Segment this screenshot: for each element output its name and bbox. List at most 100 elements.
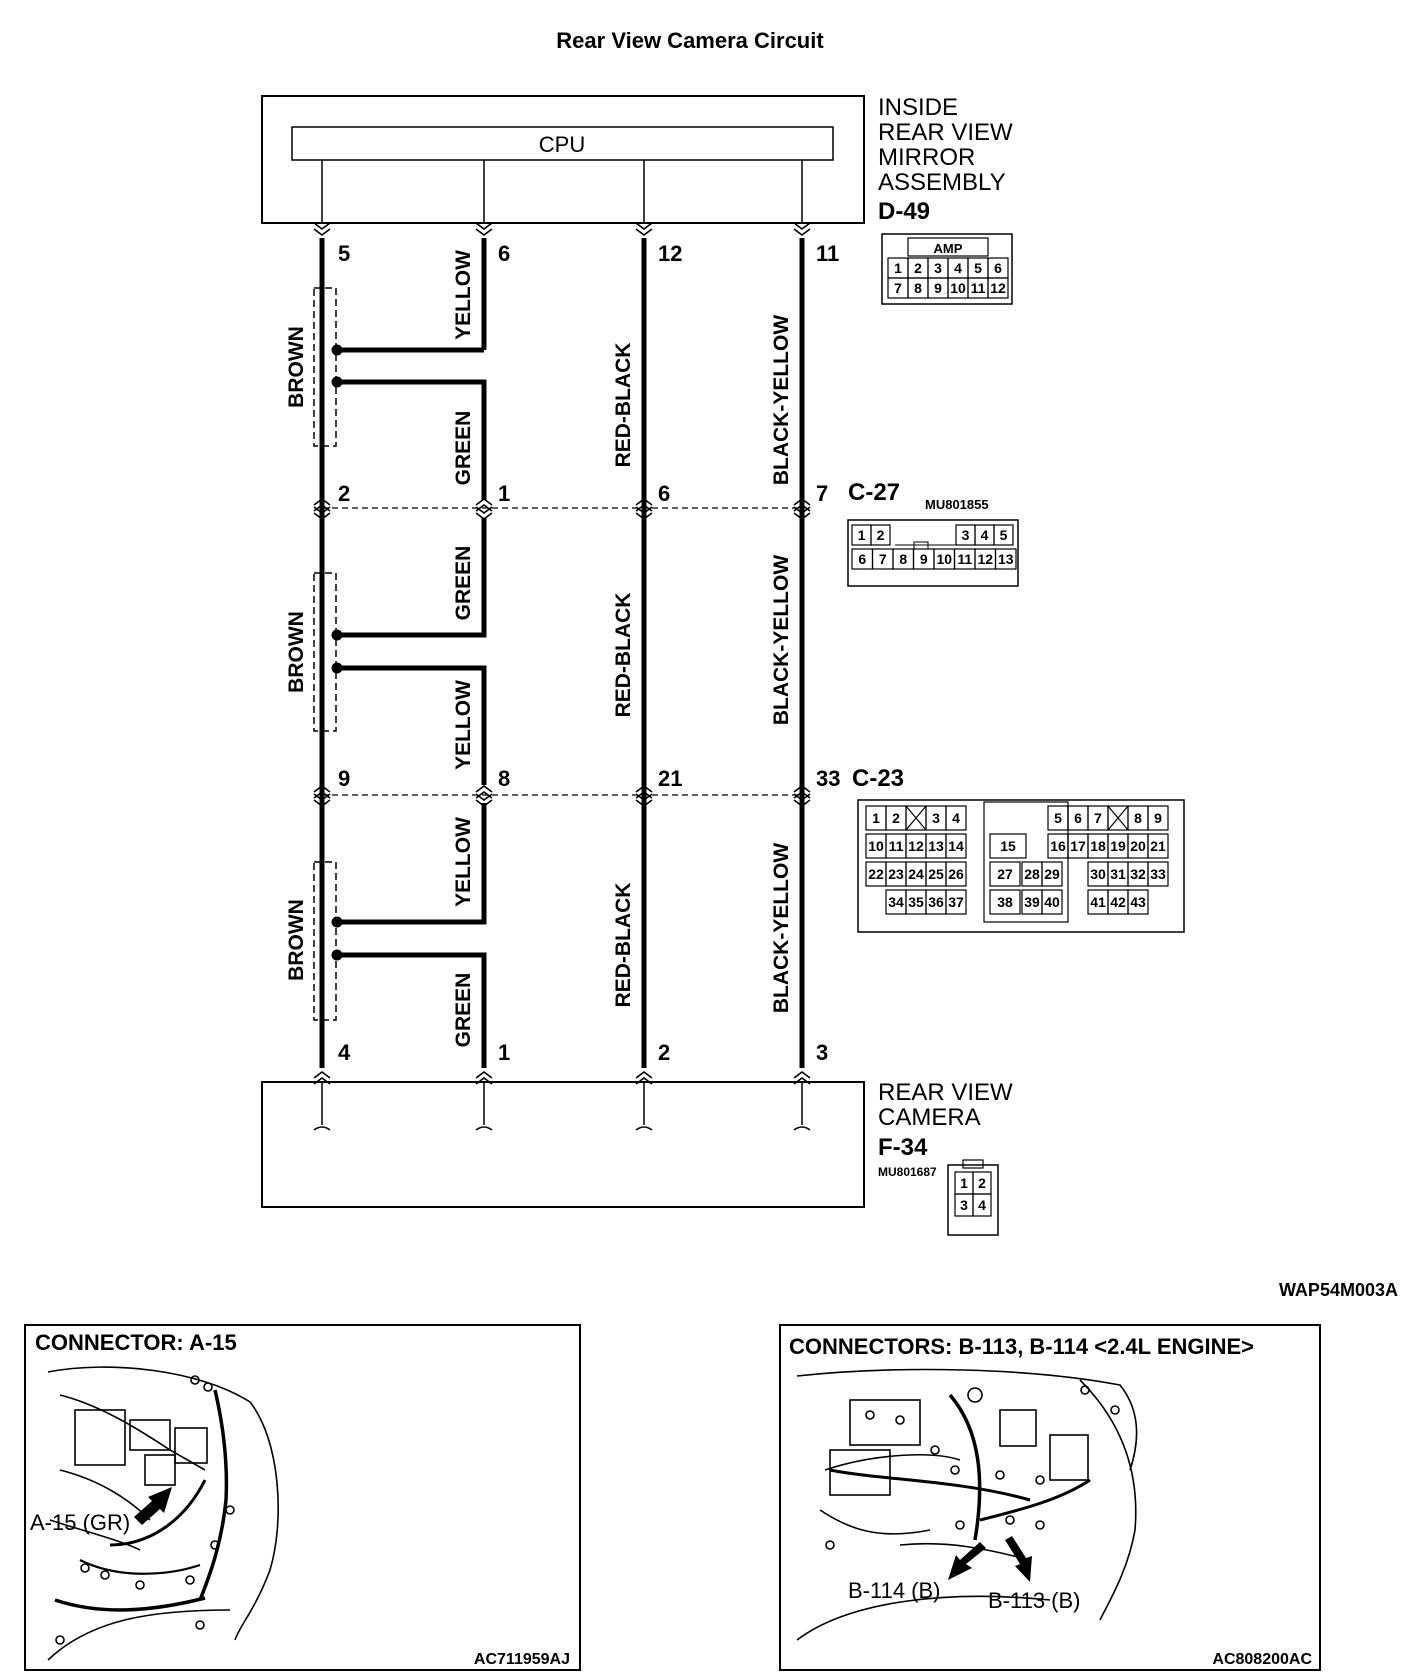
svg-text:12: 12 bbox=[977, 551, 993, 567]
svg-text:3: 3 bbox=[934, 260, 942, 276]
pin-camera-black-yellow: 3 bbox=[816, 1040, 828, 1065]
c23-pin-16: 16 bbox=[1047, 833, 1069, 859]
svg-text:6: 6 bbox=[858, 551, 866, 567]
seg3-red-black-label: RED-BLACK bbox=[612, 883, 635, 1008]
svg-text:13: 13 bbox=[928, 838, 944, 854]
svg-text:11: 11 bbox=[889, 838, 904, 854]
svg-text:10: 10 bbox=[936, 551, 952, 567]
pin-mirror-red-black: 12 bbox=[658, 241, 682, 266]
pin-camera-brown: 4 bbox=[338, 1040, 351, 1065]
c27-pin-1: 1 bbox=[851, 524, 872, 546]
svg-text:11: 11 bbox=[971, 280, 986, 296]
diagram-title: Rear View Camera Circuit bbox=[556, 28, 824, 53]
mirror-name-line-4: ASSEMBLY bbox=[878, 169, 1006, 196]
mirror-name-line-1: INSIDE bbox=[878, 94, 958, 121]
c23-pin-12: 12 bbox=[905, 833, 927, 859]
c27-pin-4: 4 bbox=[974, 524, 995, 546]
d49-pin-9: 9 bbox=[927, 277, 949, 299]
d49-tag: AMP bbox=[934, 241, 963, 256]
svg-text:16: 16 bbox=[1050, 838, 1066, 854]
svg-text:19: 19 bbox=[1110, 838, 1126, 854]
seg3-green-label: GREEN bbox=[452, 973, 475, 1048]
svg-text:34: 34 bbox=[888, 894, 904, 910]
c27-pin-6: 6 bbox=[851, 548, 874, 570]
svg-text:41: 41 bbox=[1090, 894, 1106, 910]
svg-text:43: 43 bbox=[1130, 894, 1146, 910]
svg-text:2: 2 bbox=[877, 527, 885, 543]
c23-pin-35: 35 bbox=[905, 889, 927, 915]
engine-bay-sketch-b bbox=[796, 1368, 1138, 1641]
c27-pin-13: 13 bbox=[994, 548, 1017, 570]
svg-text:17: 17 bbox=[1070, 838, 1086, 854]
shielded-pair-seg3 bbox=[313, 803, 487, 1068]
svg-text:33: 33 bbox=[1150, 866, 1166, 882]
f34-pin-3: 3 bbox=[954, 1193, 974, 1217]
c23-pin-17: 17 bbox=[1067, 833, 1089, 859]
c23-pin-7: 7 bbox=[1087, 805, 1109, 831]
c23-pin-14: 14 bbox=[945, 833, 967, 859]
camera-part-no: MU801687 bbox=[878, 1165, 937, 1179]
svg-text:1: 1 bbox=[858, 527, 866, 543]
svg-text:4: 4 bbox=[978, 1197, 986, 1213]
c23-pin-26: 26 bbox=[945, 861, 967, 887]
c23-pin-3: 3 bbox=[925, 805, 947, 831]
panel-b-heading: CONNECTORS: B-113, B-114 <2.4L ENGINE> bbox=[789, 1334, 1254, 1359]
c23-pin-39: 39 bbox=[1021, 889, 1043, 915]
svg-text:3: 3 bbox=[960, 1197, 968, 1213]
c23-pin-blank-0-2 bbox=[905, 805, 927, 831]
svg-text:4: 4 bbox=[954, 260, 962, 276]
d49-pin-5: 5 bbox=[967, 257, 989, 279]
pin-c27-black-yellow: 7 bbox=[816, 481, 828, 506]
svg-text:5: 5 bbox=[1054, 810, 1062, 826]
mirror-name-line-3: MIRROR bbox=[878, 144, 975, 171]
d49-pin-1: 1 bbox=[887, 257, 909, 279]
svg-text:38: 38 bbox=[997, 894, 1013, 910]
c23-pin-6: 6 bbox=[1067, 805, 1089, 831]
c23-pin-33: 33 bbox=[1147, 861, 1169, 887]
c23-pin-32: 32 bbox=[1127, 861, 1149, 887]
pin-c23-red-black: 21 bbox=[658, 766, 682, 791]
seg3-brown-label: BROWN bbox=[285, 899, 308, 981]
c23-pin-11: 11 bbox=[885, 833, 907, 859]
seg2-red-black-label: RED-BLACK bbox=[612, 593, 635, 718]
svg-text:9: 9 bbox=[934, 280, 942, 296]
d49-pin-12: 12 bbox=[987, 277, 1009, 299]
svg-text:11: 11 bbox=[957, 551, 972, 567]
svg-text:1: 1 bbox=[960, 1175, 968, 1191]
c27-id: C-27 bbox=[848, 479, 900, 506]
svg-text:6: 6 bbox=[994, 260, 1002, 276]
pin-c23-brown: 9 bbox=[338, 766, 350, 791]
svg-text:1: 1 bbox=[872, 810, 880, 826]
arrow-b114 bbox=[948, 1542, 986, 1580]
c27-pin-10: 10 bbox=[933, 548, 956, 570]
svg-text:7: 7 bbox=[894, 280, 902, 296]
pin-c27-brown: 2 bbox=[338, 481, 350, 506]
svg-text:29: 29 bbox=[1044, 866, 1060, 882]
svg-text:4: 4 bbox=[981, 527, 989, 543]
pin-c23-black-yellow: 33 bbox=[816, 766, 840, 791]
d49-pin-8: 8 bbox=[907, 277, 929, 299]
seg3-black-yellow-label: BLACK-YELLOW bbox=[770, 843, 793, 1013]
c23-pin-41: 41 bbox=[1087, 889, 1109, 915]
panel-b-callout-1: B-114 (B) bbox=[848, 1578, 941, 1603]
seg1-green-label: GREEN bbox=[452, 411, 475, 486]
c23-pin-42: 42 bbox=[1107, 889, 1129, 915]
camera-name-line-2: CAMERA bbox=[878, 1104, 981, 1131]
f34-pin-2: 2 bbox=[972, 1171, 992, 1195]
svg-text:9: 9 bbox=[1154, 810, 1162, 826]
svg-text:39: 39 bbox=[1024, 894, 1040, 910]
d49-pin-10: 10 bbox=[947, 277, 969, 299]
pin-c27-red-black: 6 bbox=[658, 481, 670, 506]
svg-text:12: 12 bbox=[990, 280, 1006, 296]
c23-pin-4: 4 bbox=[945, 805, 967, 831]
seg2-yellow-label: YELLOW bbox=[452, 680, 475, 770]
c23-pin-21: 21 bbox=[1147, 833, 1169, 859]
svg-text:20: 20 bbox=[1130, 838, 1146, 854]
c23-pin-37: 37 bbox=[945, 889, 967, 915]
figure-code: WAP54M003A bbox=[1279, 1280, 1398, 1300]
seg2-green-label: GREEN bbox=[452, 546, 475, 621]
svg-text:8: 8 bbox=[1134, 810, 1142, 826]
svg-text:25: 25 bbox=[928, 866, 944, 882]
